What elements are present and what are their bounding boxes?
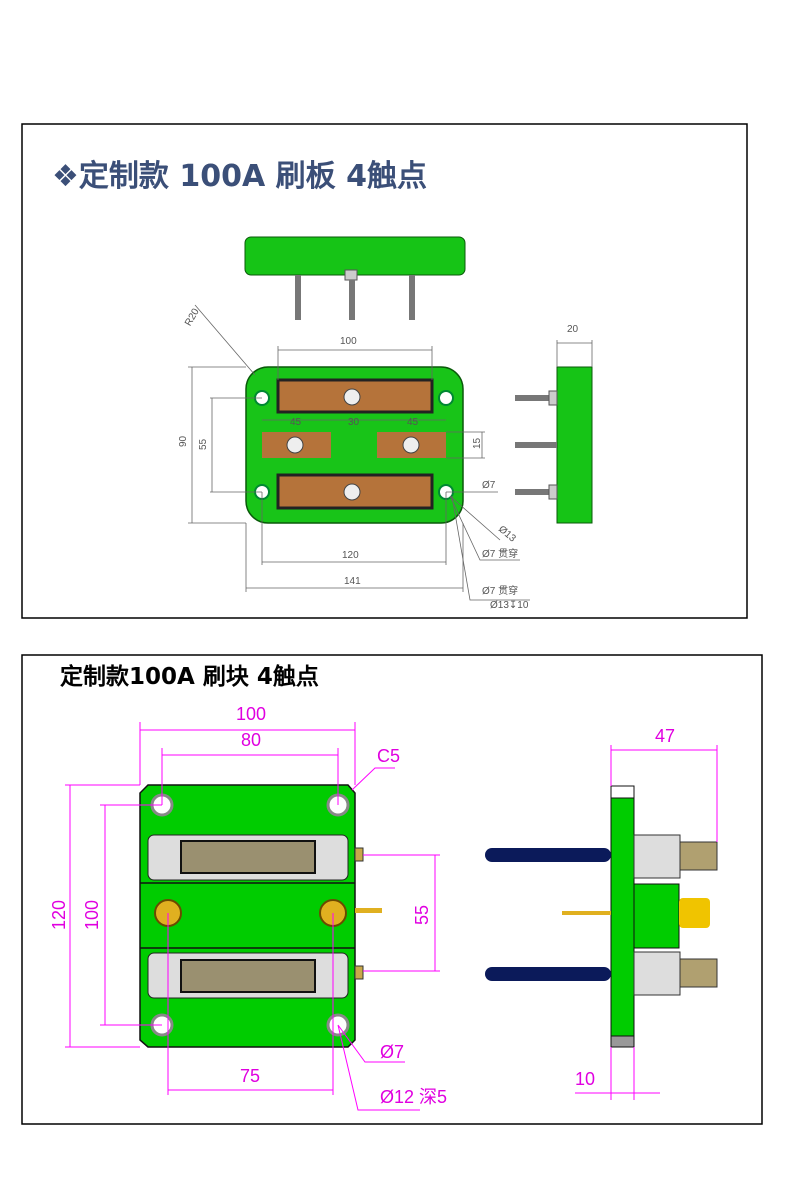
dim-d7-through-2: Ø7 贯穿: [482, 584, 518, 597]
dim-d7: Ø7: [380, 1042, 404, 1062]
brush-plate-side-view: [515, 366, 593, 524]
dim-45b: 45: [407, 417, 419, 428]
dim-75: 75: [240, 1066, 260, 1086]
dim-141: 141: [344, 576, 361, 587]
dim-c5: C5: [377, 746, 400, 766]
dim-45a: 45: [290, 417, 302, 428]
top-panel-title: ❖定制款 100A 刷板 4触点: [52, 159, 427, 194]
dim-120: 120: [49, 900, 69, 930]
dim-15: 15: [472, 437, 483, 449]
brush-block-front-view: [139, 784, 382, 1048]
dim-d12-depth5: Ø12 深5: [380, 1087, 447, 1107]
brush-block-side-view: [485, 785, 718, 1048]
dim-side-20: 20: [567, 324, 579, 335]
dim-100: 100: [340, 336, 357, 347]
top-dimensions: 100 R20 45 30 45 90 55 15 Ø7 Ø13 Ø7 贯穿 1…: [178, 304, 593, 611]
dim-80: 80: [241, 730, 261, 750]
dim-10: 10: [575, 1069, 595, 1089]
dim-d7-through: Ø7 贯穿: [482, 547, 518, 560]
brush-plate-front-view: [245, 366, 464, 524]
dim-55: 55: [198, 438, 209, 450]
bottom-panel-title: 定制款100A 刷块 4触点: [60, 663, 319, 690]
dim-90: 90: [178, 435, 189, 447]
brush-plate-top-view: [244, 236, 466, 320]
dim-100: 100: [236, 704, 266, 724]
dim-100-vertical: 100: [82, 900, 102, 930]
dim-55: 55: [412, 905, 432, 925]
dim-counterbore: Ø13↧10: [490, 600, 529, 611]
dim-120: 120: [342, 550, 359, 561]
dim-30: 30: [348, 417, 360, 428]
dim-47: 47: [655, 726, 675, 746]
dim-d7: Ø7: [482, 480, 496, 491]
bottom-dimensions: 100 80 C5 120 100 55 75 Ø7 Ø12 深5 47 10: [49, 704, 718, 1111]
